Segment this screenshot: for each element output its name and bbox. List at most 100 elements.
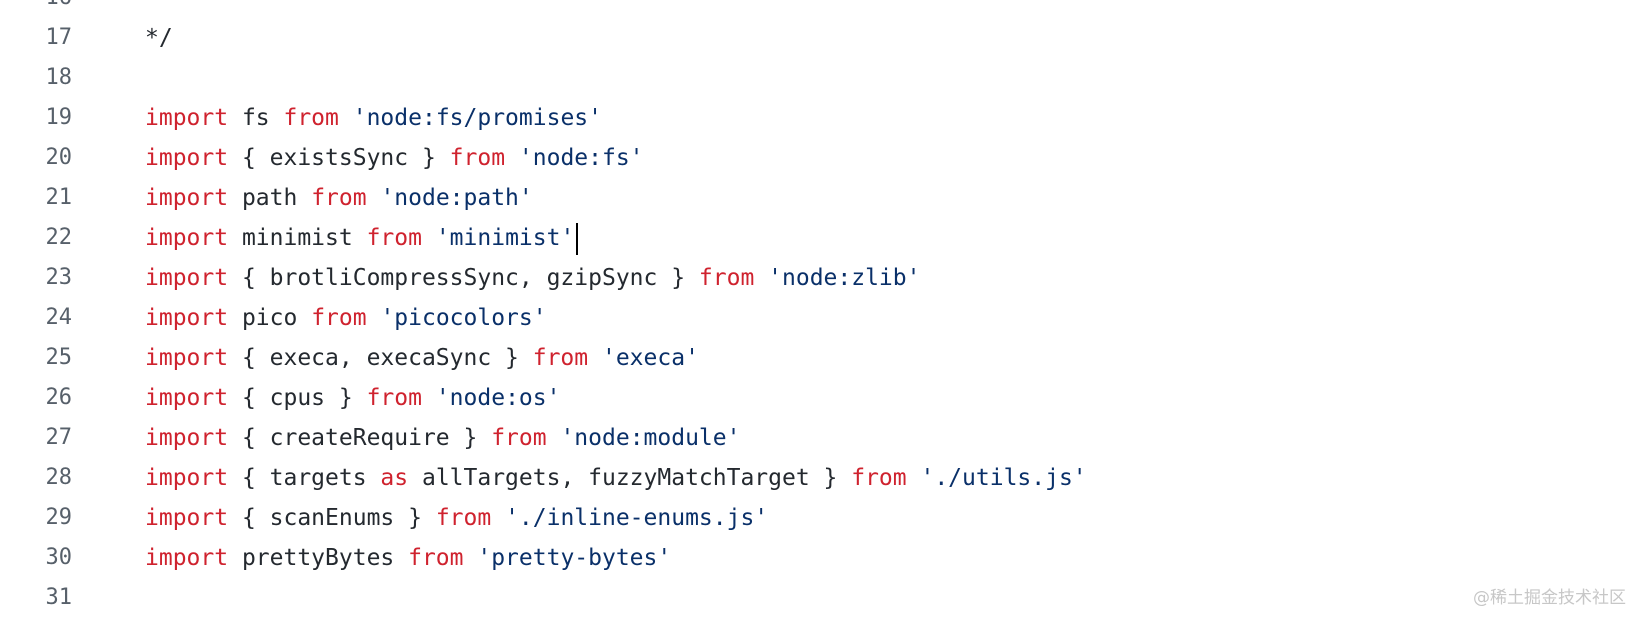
- token-keyword: from: [698, 265, 755, 291]
- token-string: 'execa': [601, 345, 699, 371]
- token-keyword: from: [366, 225, 422, 251]
- code-line[interactable]: 31: [0, 578, 1638, 618]
- line-number: 17: [45, 25, 73, 50]
- code-line[interactable]: 19 import fs from 'node:fs/promises': [0, 98, 1638, 138]
- token-string: 'picocolors': [380, 305, 547, 331]
- line-number: 30: [45, 545, 73, 570]
- code-line[interactable]: 18: [0, 58, 1638, 98]
- line-content[interactable]: import { cpus } from 'node:os': [145, 378, 560, 418]
- line-number: 26: [45, 385, 73, 410]
- code-line[interactable]: 23 import { brotliCompressSync, gzipSync …: [0, 258, 1638, 298]
- token-plain: [491, 505, 505, 531]
- code-line[interactable]: 16: [0, 0, 1638, 18]
- token-keyword: import: [145, 345, 229, 371]
- code-line[interactable]: 20 import { existsSync } from 'node:fs': [0, 138, 1638, 178]
- line-content[interactable]: import { scanEnums } from './inline-enum…: [145, 498, 768, 538]
- token-keyword: import: [145, 185, 229, 211]
- line-number: 31: [45, 585, 73, 610]
- line-content[interactable]: import path from 'node:path': [145, 178, 533, 218]
- token-string: 'pretty-bytes': [477, 545, 672, 571]
- line-number: 24: [45, 305, 73, 330]
- token-keyword: from: [408, 545, 464, 571]
- token-string: 'node:os': [435, 385, 561, 411]
- token-plain: [588, 345, 602, 371]
- token-plain: [907, 465, 921, 491]
- token-keyword: from: [491, 425, 547, 451]
- code-line[interactable]: 29 import { scanEnums } from './inline-en…: [0, 498, 1638, 538]
- line-content[interactable]: import minimist from 'minimist': [145, 218, 579, 258]
- token-plain: path: [228, 185, 312, 211]
- token-keyword: from: [311, 305, 367, 331]
- code-line[interactable]: 28 import { targets as allTargets, fuzzyM…: [0, 458, 1638, 498]
- token-plain: pico: [228, 305, 312, 331]
- token-plain: [754, 265, 768, 291]
- line-content[interactable]: import pico from 'picocolors': [145, 298, 547, 338]
- line-number: 25: [45, 345, 73, 370]
- code-line[interactable]: 25 import { execa, execaSync } from 'exec…: [0, 338, 1638, 378]
- token-string: 'node:zlib': [768, 265, 921, 291]
- line-number: 28: [45, 465, 73, 490]
- token-plain: { targets: [228, 465, 381, 491]
- token-keyword: import: [145, 265, 229, 291]
- token-keyword: from: [532, 345, 589, 371]
- token-keyword: import: [145, 305, 229, 331]
- line-content[interactable]: import { targets as allTargets, fuzzyMat…: [145, 458, 1087, 498]
- watermark-text: @稀土掘金技术社区: [1473, 588, 1626, 608]
- token-string: 'node:path': [380, 185, 533, 211]
- token-keyword: import: [145, 465, 229, 491]
- token-plain: { createRequire }: [228, 425, 492, 451]
- token-string: 'node:fs/promises': [352, 105, 602, 131]
- line-number: 22: [45, 225, 73, 250]
- token-plain: [339, 105, 353, 131]
- code-line[interactable]: 21 import path from 'node:path': [0, 178, 1638, 218]
- token-string: './utils.js': [920, 465, 1087, 491]
- token-plain: [464, 545, 478, 571]
- code-line[interactable]: 24 import pico from 'picocolors': [0, 298, 1638, 338]
- token-plain: [422, 225, 436, 251]
- token-plain: [367, 185, 381, 211]
- code-line[interactable]: 17 */: [0, 18, 1638, 58]
- token-string: 'node:module': [560, 425, 741, 451]
- token-keyword: from: [851, 465, 907, 491]
- line-number: 20: [45, 145, 73, 170]
- line-content[interactable]: import prettyBytes from 'pretty-bytes': [145, 538, 671, 578]
- line-number: 16: [0, 0, 73, 18]
- line-number: 18: [45, 65, 73, 90]
- token-keyword: from: [449, 145, 506, 171]
- line-content[interactable]: import { execa, execaSync } from 'execa': [145, 338, 699, 378]
- token-keyword: import: [145, 225, 229, 251]
- line-number: 19: [45, 105, 73, 130]
- line-content[interactable]: import { brotliCompressSync, gzipSync } …: [145, 258, 920, 298]
- token-plain: [505, 145, 519, 171]
- text-cursor: [576, 222, 579, 255]
- token-keyword: import: [145, 545, 229, 571]
- token-plain: { scanEnums }: [228, 505, 436, 531]
- token-keyword: from: [435, 505, 492, 531]
- line-content[interactable]: import fs from 'node:fs/promises': [145, 98, 602, 138]
- token-keyword: import: [145, 145, 229, 171]
- code-line[interactable]: 26 import { cpus } from 'node:os': [0, 378, 1638, 418]
- code-line[interactable]: 30 import prettyBytes from 'pretty-bytes': [0, 538, 1638, 578]
- token-keyword: import: [145, 105, 229, 131]
- line-content[interactable]: import { existsSync } from 'node:fs': [145, 138, 644, 178]
- token-keyword: as: [380, 465, 409, 491]
- line-number: 29: [45, 505, 73, 530]
- token-keyword: import: [145, 385, 229, 411]
- code-line[interactable]: 27 import { createRequire } from 'node:mo…: [0, 418, 1638, 458]
- token-plain: allTargets, fuzzyMatchTarget }: [408, 465, 852, 491]
- token-string: 'node:fs': [518, 145, 644, 171]
- token-plain: [547, 425, 561, 451]
- line-content[interactable]: */: [145, 18, 173, 58]
- token-plain: fs: [228, 105, 284, 131]
- token-plain: prettyBytes: [228, 545, 409, 571]
- token-keyword: from: [283, 105, 339, 131]
- code-line[interactable]: 22 import minimist from 'minimist': [0, 218, 1638, 258]
- token-plain: { existsSync }: [228, 145, 450, 171]
- line-number: 23: [45, 265, 73, 290]
- line-content[interactable]: import { createRequire } from 'node:modu…: [145, 418, 740, 458]
- token-keyword: from: [366, 385, 422, 411]
- line-number: 21: [45, 185, 73, 210]
- line-number: 27: [45, 425, 73, 450]
- token-comment: */: [145, 25, 173, 51]
